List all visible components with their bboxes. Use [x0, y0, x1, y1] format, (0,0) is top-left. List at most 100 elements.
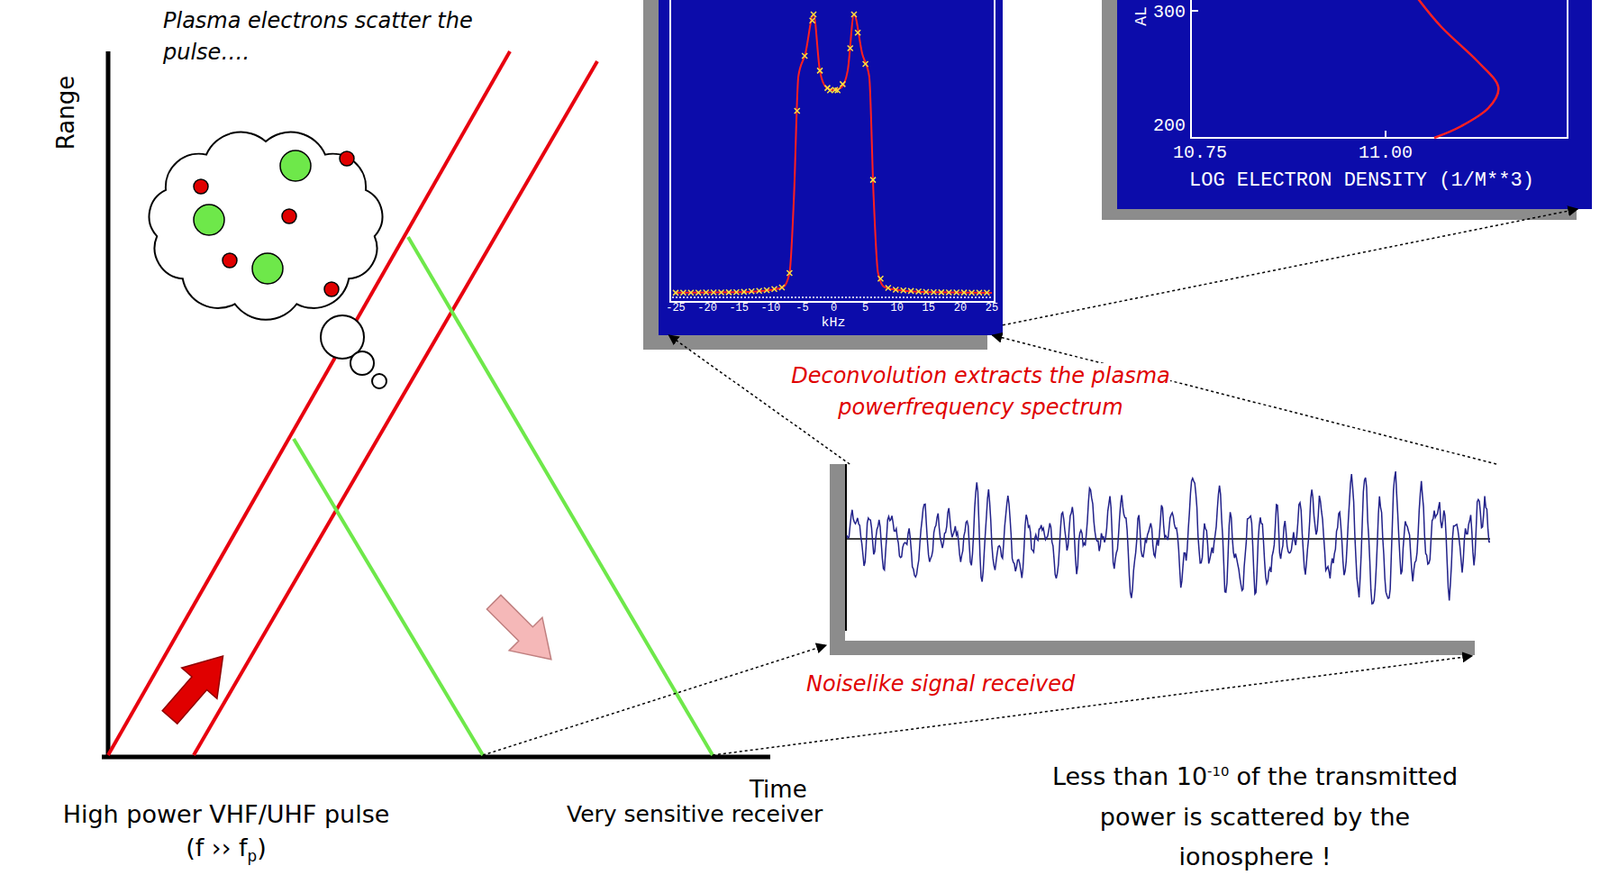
panel-bar	[829, 640, 1475, 655]
tick-label: 10	[890, 301, 903, 315]
sample-mark	[801, 53, 808, 59]
sample-mark	[779, 284, 785, 291]
note-text: Range	[52, 75, 80, 150]
axis-title: kHz	[820, 315, 846, 331]
tick-label: 20	[954, 301, 967, 315]
sample-mark	[772, 286, 778, 292]
sample-mark	[794, 108, 800, 114]
subscript: p	[247, 846, 258, 865]
sample-mark	[976, 290, 982, 296]
up-arrow	[152, 640, 241, 733]
sample-mark	[680, 290, 686, 296]
note-text: (f ›› f	[185, 833, 247, 862]
sample-mark	[672, 290, 679, 296]
thought-cloud	[149, 132, 383, 320]
sample-mark	[809, 18, 816, 24]
tick-label: AL	[1132, 6, 1151, 27]
tick-label: -20	[697, 301, 718, 315]
sample-mark	[741, 289, 747, 295]
tick-label: 300	[1153, 1, 1186, 23]
sample-mark	[718, 289, 725, 295]
tick-label: 5	[862, 301, 869, 315]
sample-mark	[954, 290, 960, 296]
profile-line	[1416, 0, 1499, 138]
density-panel	[1117, 0, 1592, 210]
sample-mark	[688, 290, 694, 296]
thought-bubble	[372, 373, 387, 389]
electron-dot	[281, 209, 297, 224]
note-text: Plasma electrons scatter the pulse….	[163, 8, 473, 65]
spectrum-panel	[658, 0, 1003, 336]
tick-label: 200	[1153, 115, 1186, 137]
sample-mark	[733, 289, 739, 295]
spectrum-line	[675, 14, 992, 293]
panel-bar	[829, 463, 846, 655]
range-axis	[106, 51, 111, 757]
baseline	[672, 296, 993, 299]
sample-mark	[923, 289, 929, 295]
panel-caption: Noiselike signal received	[806, 671, 1075, 697]
sample-mark	[710, 290, 717, 296]
sample-mark	[938, 289, 945, 295]
sample-mark	[900, 287, 907, 293]
text-label: Very sensitive receiver	[566, 798, 823, 831]
plot-panel: AL30020010.7511.00LOG ELECTRON DENSITY (…	[1117, 0, 1592, 210]
leader-line	[712, 655, 1473, 755]
sample-mark	[847, 45, 854, 51]
text-label: Plasma electrons scatter the pulse….	[163, 5, 488, 69]
note-text: Less than 10	[1052, 762, 1208, 791]
tick-mark	[1384, 130, 1387, 138]
sample-mark	[885, 285, 891, 291]
tick-label: 25	[985, 301, 999, 315]
leader-line	[482, 645, 827, 755]
sample-mark	[756, 288, 763, 294]
note-text: Very sensitive receiver	[566, 800, 823, 828]
sample-mark	[854, 29, 861, 36]
note-text: )	[256, 833, 267, 862]
ion-dot	[252, 253, 283, 284]
sample-mark	[870, 177, 876, 183]
text-label: High power VHF/UHF pulse	[9, 796, 443, 832]
sample-mark	[726, 289, 732, 295]
sample-mark	[817, 67, 823, 73]
sample-mark	[892, 286, 899, 292]
note-text: High power VHF/UHF pulse	[63, 800, 391, 828]
density-profile	[1416, 0, 1499, 138]
tick-label: -10	[760, 301, 781, 315]
echo-line	[293, 438, 483, 755]
tick-label: -5	[795, 301, 809, 315]
sample-mark	[930, 289, 937, 295]
ion-dot	[280, 150, 311, 182]
text-label: Less than 10-10of the transmitted power …	[1043, 756, 1467, 878]
echo-line	[408, 236, 713, 755]
spectrum-curve	[672, 11, 992, 296]
sample-mark	[908, 288, 914, 294]
tick-mark	[1190, 9, 1199, 12]
text-label: Range	[49, 75, 84, 150]
plot-frame	[670, 0, 995, 302]
axis-title: LOG ELECTRON DENSITY (1/M**3)	[1189, 169, 1535, 192]
sample-mark	[763, 287, 770, 293]
noise-line	[846, 471, 1491, 604]
sample-mark	[877, 275, 883, 282]
dotted-arrow	[1002, 209, 1578, 326]
sample-mark	[695, 290, 701, 296]
down-arrow	[477, 585, 568, 676]
plot-frame	[1190, 0, 1568, 138]
note-text: Deconvolution extracts the plasma powerf…	[790, 363, 1171, 420]
sample-mark	[839, 81, 846, 87]
sample-mark	[961, 290, 967, 296]
tick-label: 10.75	[1172, 142, 1228, 164]
tick-label: 15	[922, 301, 936, 315]
sample-mark	[851, 11, 857, 18]
sample-mark	[863, 61, 869, 67]
tick-label: -15	[728, 301, 749, 315]
electron-dot	[222, 253, 237, 268]
dotted-arrow	[668, 335, 850, 464]
signal-axis	[845, 463, 847, 631]
sample-mark	[969, 290, 975, 296]
sample-mark	[703, 290, 710, 296]
text-label: (f ›› fp)	[9, 829, 443, 868]
